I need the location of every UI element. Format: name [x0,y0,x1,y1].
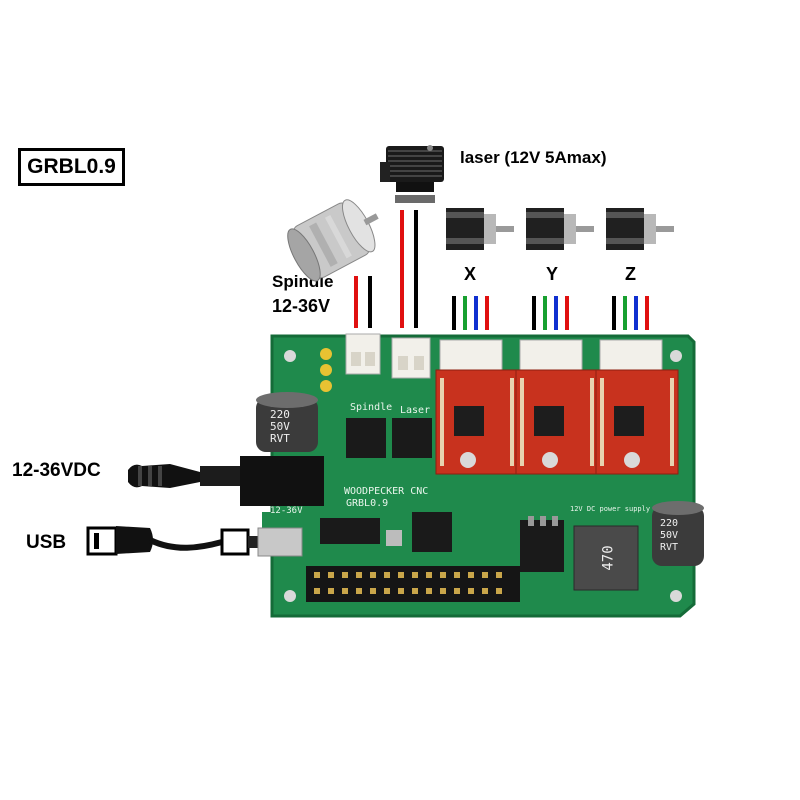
stepper-driver-x [435,369,519,475]
stepper-motor-icon [606,208,674,250]
stepper-y-connector [519,339,583,373]
cap-left-voltage: 50V [270,420,290,433]
silk-spindle: Spindle [350,402,393,413]
stepper-driver-y [515,369,599,475]
stepper-z-wires [612,296,649,330]
cap-right-value: 220 [660,518,679,529]
silk-firmware: GRBL0.9 [346,498,389,509]
terminal-block [320,348,332,392]
mosfet [346,418,432,458]
cap-left-value: 220 [270,408,290,421]
axis-z-label: Z [625,264,636,284]
axis-x-label: X [464,264,477,284]
capacitor-right [652,501,704,566]
laser-wires [400,210,418,328]
laser-label: laser (12V 5Amax) [460,148,607,167]
stepper-x-wires [452,296,489,330]
stepper-driver-z [595,369,679,475]
dc-jack [240,456,324,506]
spindle-wires [354,276,372,328]
cap-left-series: RVT [270,432,290,445]
silk-brand: WOODPECKER CNC [344,486,429,497]
regulator [520,516,564,572]
stepper-z-connector [599,339,663,373]
usb-serial-chip [320,518,380,544]
usb-label: USB [26,532,67,553]
spindle-voltage-label: 12-36V [272,296,331,316]
spindle-motor-icon [287,199,379,282]
spindle-connector [345,333,381,375]
button [386,530,402,546]
laser-connector [391,337,431,379]
stepper-x-connector [439,339,503,373]
silk-supply: 12V DC power supply [570,505,651,513]
silk-voltage: 12-36V [270,506,303,516]
pin-header [306,566,520,602]
silk-inductor: 470 [600,545,617,571]
stepper-motor-icon [446,208,514,250]
stepper-motor-icon [526,208,594,250]
title-box: GRBL0.9 [18,148,125,186]
dc-plug-icon [128,464,240,488]
laser-module-icon [380,145,444,203]
cap-right-voltage: 50V [660,530,679,541]
power-label: 12-36VDC [12,460,101,481]
microcontroller [412,512,452,552]
inductor [573,525,639,591]
axis-y-label: Y [546,264,559,284]
silk-laser: Laser [400,405,431,416]
capacitor-left [256,392,318,452]
cap-right-series: RVT [660,542,679,553]
stepper-y-wires [532,296,569,330]
usb-cable-icon [86,526,258,556]
usb-port [257,527,303,557]
